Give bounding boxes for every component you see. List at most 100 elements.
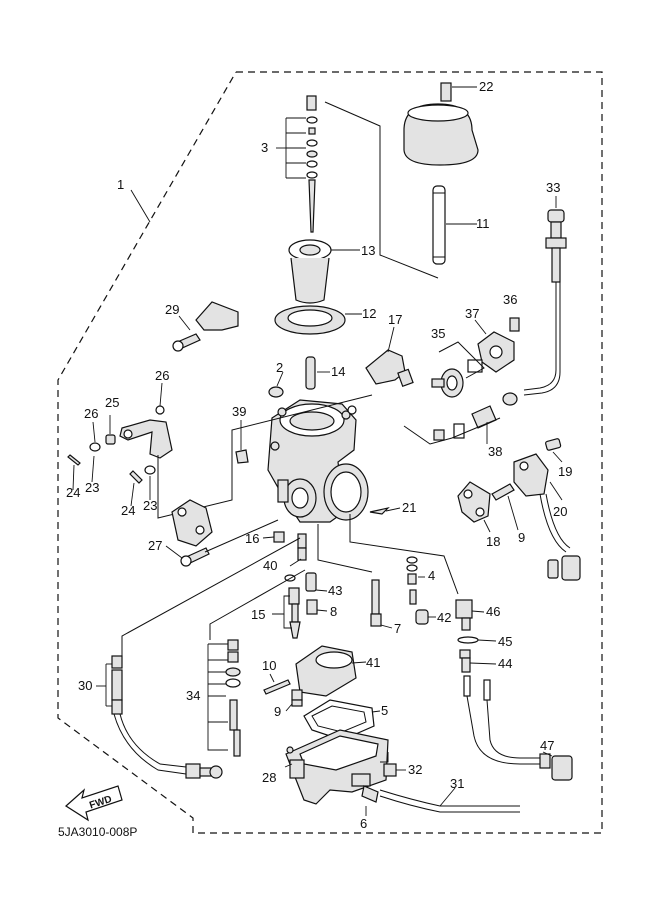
callout-29: 29: [165, 302, 179, 317]
callout-10: 10: [262, 658, 276, 673]
chamber-screw-part: [285, 689, 303, 712]
callout-8: 8: [330, 604, 337, 619]
callout-6: 6: [360, 816, 367, 831]
sensor-screw-part: [545, 438, 563, 463]
callout-14: 14: [331, 364, 345, 379]
accelerator-pump-cover-part: [474, 317, 520, 373]
throttle-stop-bracket-part: [172, 301, 239, 352]
group-bracket-bottom: [380, 752, 389, 763]
callout-40: 40: [263, 558, 277, 573]
group-bracket-left: [157, 394, 373, 519]
pump-diaphragm-part: [431, 341, 485, 398]
callout-3: 3: [261, 140, 268, 155]
callout-19: 19: [558, 464, 572, 479]
group-bracket-lower: [121, 537, 301, 656]
o-ring-part: [457, 636, 497, 644]
lever-screw-part: [165, 545, 210, 567]
spacer-part: [105, 415, 116, 445]
air-screw-part: [235, 420, 249, 464]
jet-bracket: [317, 524, 373, 573]
callout-30: 30: [78, 678, 92, 693]
carburetor-body-part: [267, 399, 369, 523]
callout-labels: 1 2 3 4 5 6 7 8 9 9 10 11 12 13 14 15 16…: [66, 79, 572, 831]
callout-23-right: 23: [143, 498, 157, 513]
callout-33: 33: [546, 180, 560, 195]
callout-39: 39: [232, 404, 246, 419]
washer-part: [89, 421, 101, 452]
callout-21: 21: [402, 500, 416, 515]
pilot-screw-part: [305, 356, 330, 390]
jet-needle-part: [276, 95, 318, 233]
float-pin-part: [415, 609, 436, 625]
callout-20: 20: [553, 504, 567, 519]
callout-31: 31: [450, 776, 464, 791]
drain-bolt-part: [383, 763, 406, 777]
callout-45: 45: [498, 634, 512, 649]
idle-screw-part: [268, 371, 284, 398]
starter-jet-part: [370, 579, 393, 629]
callout-13: 13: [361, 243, 375, 258]
cotter-pin-part: [67, 454, 81, 491]
callout-23-left: 23: [85, 480, 99, 495]
callout-26-small: 26: [84, 406, 98, 421]
callout-2: 2: [276, 360, 283, 375]
callout-38: 38: [488, 444, 502, 459]
pilot-jet-part: [306, 599, 328, 615]
callout-9-sensor: 9: [518, 530, 525, 545]
mount-screw-part: [491, 483, 519, 531]
diaphragm-part: [274, 305, 362, 335]
callout-44: 44: [498, 656, 512, 671]
linkage-plate-part: [171, 499, 213, 547]
assembly-boundary: [57, 71, 603, 834]
sensor-mount-plate-part: [457, 481, 491, 533]
fwd-arrow-icon: FWD: [65, 785, 123, 822]
main-jet-set-part: [272, 533, 307, 639]
chamber-bolt-part: [361, 785, 379, 816]
throttle-plunger-cable-part: [96, 655, 223, 779]
starter-plunger-part: [207, 639, 241, 757]
callout-32: 32: [408, 762, 422, 777]
leader-23a: [91, 455, 95, 483]
callout-42: 42: [437, 610, 451, 625]
callout-16: 16: [245, 531, 259, 546]
callout-34: 34: [186, 688, 200, 703]
callout-36: 36: [503, 292, 517, 307]
hose-clip-part: [369, 506, 401, 515]
enricher-plunger-part: [403, 392, 518, 445]
callout-43: 43: [328, 583, 342, 598]
callout-25: 25: [105, 395, 119, 410]
callout-12: 12: [362, 306, 376, 321]
callout-1: 1: [117, 177, 124, 192]
drain-tube-part: [463, 675, 573, 781]
float-needle-valve-part: [406, 556, 425, 605]
callout-22: 22: [479, 79, 493, 94]
drain-hose-joint-part: [455, 599, 485, 631]
callout-28: 28: [262, 770, 276, 785]
callout-9-chamber: 9: [274, 704, 281, 719]
callout-47: 47: [540, 738, 554, 753]
callout-17: 17: [388, 312, 402, 327]
callout-18: 18: [486, 534, 500, 549]
callout-15: 15: [251, 607, 265, 622]
callout-24-right: 24: [121, 503, 135, 518]
vent-fitting-part: [365, 326, 414, 388]
callout-7: 7: [394, 621, 401, 636]
cotter-pin-part-lower: [129, 465, 156, 507]
callout-37: 37: [465, 306, 479, 321]
callout-11: 11: [476, 216, 490, 231]
piston-valve-part: [288, 239, 360, 304]
callout-46: 46: [486, 604, 500, 619]
callout-4: 4: [428, 568, 435, 583]
diaphragm-cover-part: [403, 82, 479, 166]
linkage-rod: [204, 519, 279, 553]
body-screw-part: [262, 531, 285, 543]
starter-cable-part: [523, 196, 567, 396]
spring-part: [432, 185, 477, 265]
throttle-sensor-part: [513, 453, 581, 581]
float-part: [295, 645, 367, 697]
drain-screw-part: [459, 649, 497, 673]
callout-26: 26: [155, 368, 169, 383]
callout-24-left: 24: [66, 485, 80, 500]
